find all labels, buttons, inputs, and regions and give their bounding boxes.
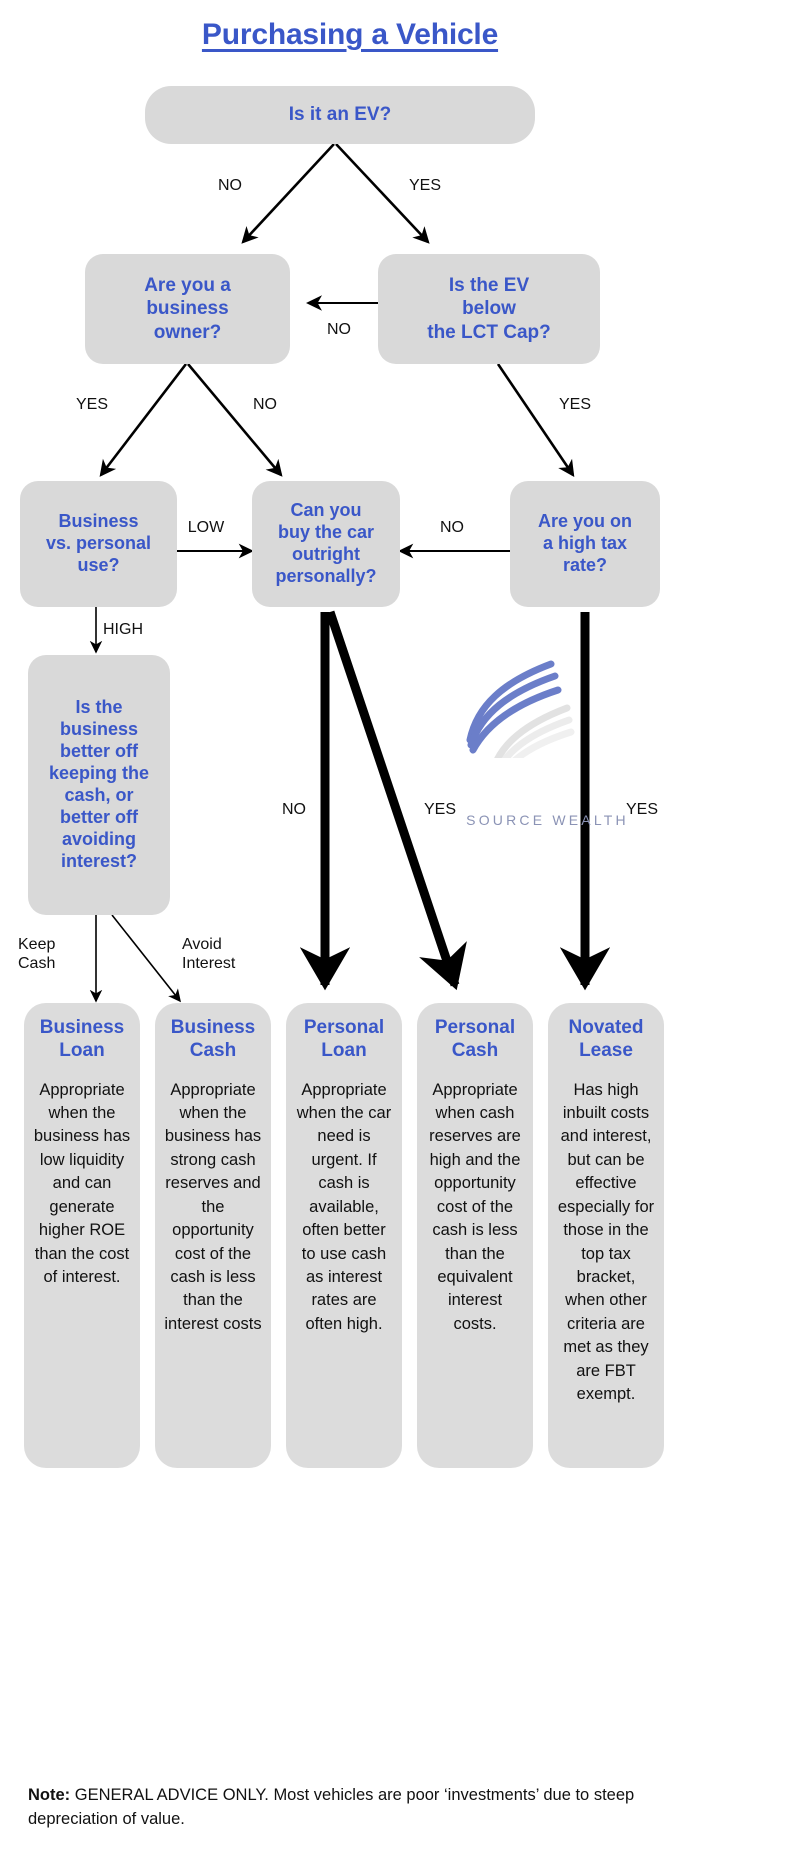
node-business-owner-label: Are you a business owner? [144,275,231,343]
edge-label-keep-cash: Keep Cash [18,936,56,973]
edge-label-outright-yes: YES [423,801,456,818]
node-is-ev-label: Is it an EV? [288,104,392,126]
node-buy-outright-label: Can you buy the car outright personally? [275,500,377,586]
result-body: Appropriate when the car need is urgent.… [296,1080,392,1333]
edge-label-tax-no: NO [440,519,464,536]
footer-note-text: GENERAL ADVICE ONLY. Most vehicles are p… [28,1786,635,1828]
result-body: Appropriate when the business has low li… [33,1080,131,1286]
node-lct-cap[interactable]: Is the EV below the LCT Cap? [378,254,600,364]
edge-label-owner-no: NO [253,396,277,413]
node-is-ev[interactable]: Is it an EV? [145,86,535,144]
edge-owner-yes [99,363,188,477]
node-high-tax-rate[interactable]: Are you on a high tax rate? [510,481,660,607]
edge-label-owner-yes: YES [75,396,108,413]
edge-label-ev-no: NO [218,177,242,194]
brand-name: SOURCE WEALTH [466,812,629,828]
node-buy-outright[interactable]: Can you buy the car outright personally? [252,481,400,607]
edge-avoid-interest [111,914,181,1003]
result-body: Appropriate when cash reserves are high … [429,1080,521,1333]
edge-owner-no [187,363,283,477]
edge-label-tax-yes: YES [625,801,658,818]
edge-label-avoid-interest: Avoid Interest [182,936,236,973]
page-title: Purchasing a Vehicle [201,18,499,51]
edge-lct-yes [496,363,575,477]
result-card-business-cash[interactable]: Business Cash Appropriate when the busin… [155,1003,271,1468]
result-title: Business Cash [170,1017,256,1061]
result-card-personal-loan[interactable]: Personal Loan Appropriate when the car n… [286,1003,402,1468]
result-title: Personal Loan [303,1017,385,1061]
node-business-vs-personal[interactable]: Business vs. personal use? [20,481,177,607]
result-card-novated-lease[interactable]: Novated Lease Has high inbuilt costs and… [548,1003,664,1468]
edge-outright-yes [325,610,467,991]
edge-ev-no [241,143,335,244]
result-title: Novated Lease [568,1017,644,1061]
edge-label-use-high: HIGH [103,621,143,638]
result-title: Personal Cash [434,1017,516,1061]
result-card-personal-cash[interactable]: Personal Cash Appropriate when cash rese… [417,1003,533,1468]
edge-label-lct-no: NO [327,321,351,338]
edge-label-outright-no: NO [282,801,306,818]
node-high-tax-rate-label: Are you on a high tax rate? [537,511,632,575]
result-body: Appropriate when the business has strong… [164,1080,262,1333]
result-body: Has high inbuilt costs and interest, but… [557,1080,655,1404]
result-title: Business Loan [39,1017,125,1061]
edge-label-use-low: LOW [187,519,225,536]
node-business-vs-personal-label: Business vs. personal use? [45,511,152,575]
result-card-business-loan[interactable]: Business Loan Appropriate when the busin… [24,1003,140,1468]
footer-note: Note: GENERAL ADVICE ONLY. Most vehicles… [28,1784,688,1832]
edge-label-ev-yes: YES [408,177,441,194]
node-lct-cap-label: Is the EV below the LCT Cap? [427,275,551,343]
node-business-owner[interactable]: Are you a business owner? [85,254,290,364]
footer-note-label: Note: [28,1786,71,1804]
node-keep-or-avoid-label: Is the business better off keeping the c… [48,697,150,871]
edge-label-lct-yes: YES [558,396,591,413]
edge-ev-yes [335,143,430,244]
node-keep-or-avoid[interactable]: Is the business better off keeping the c… [28,655,170,915]
